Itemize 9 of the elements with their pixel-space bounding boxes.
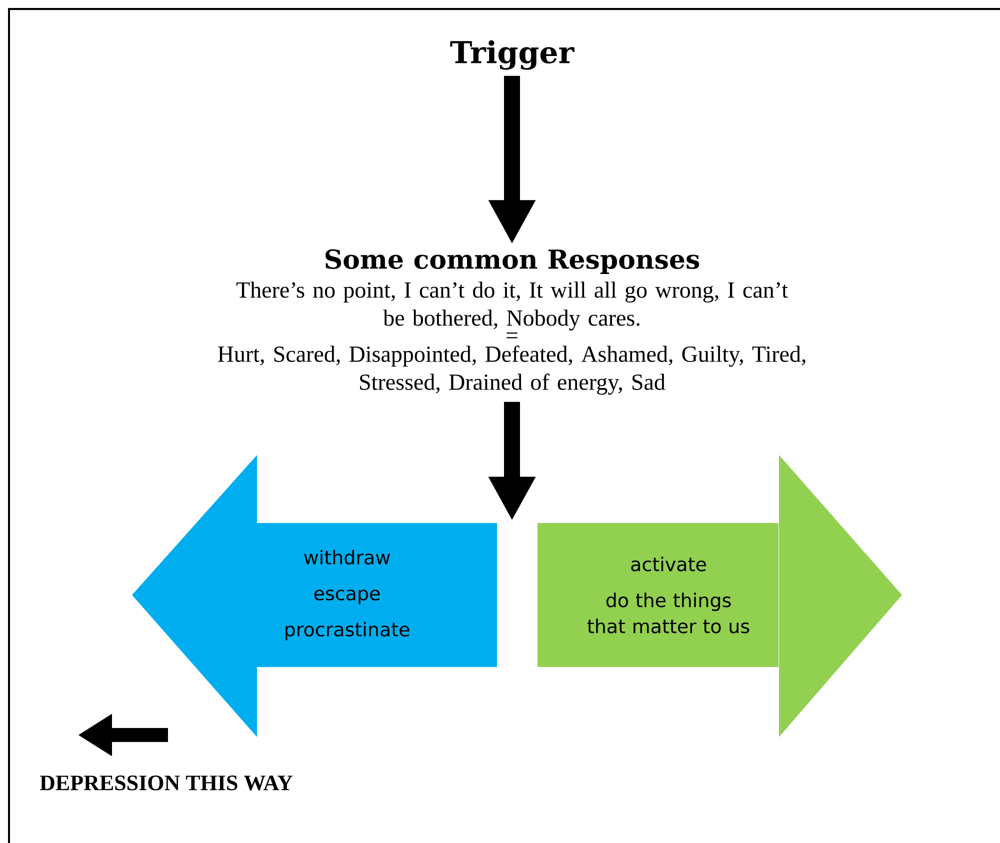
label: DEPRESSION THIS WAY [40, 776, 293, 790]
body-text: Hurt, Scared, Disappointed, Defeated, Ashamed, Guilty, Tired, Stressed, Drained of energy, Sad [218, 346, 806, 395]
heading: Trigger [450, 40, 574, 70]
body-text: There’s no point, I can’t do it, It will all go wrong, I can’t be bothered, Nobody cares. [236, 282, 788, 331]
node-label: procrastinate [286, 622, 410, 640]
node-label: escape [314, 590, 380, 604]
node-label: withdraw [304, 550, 390, 565]
heading: Some common Responses [326, 249, 700, 274]
equals-sign: = [506, 332, 518, 338]
